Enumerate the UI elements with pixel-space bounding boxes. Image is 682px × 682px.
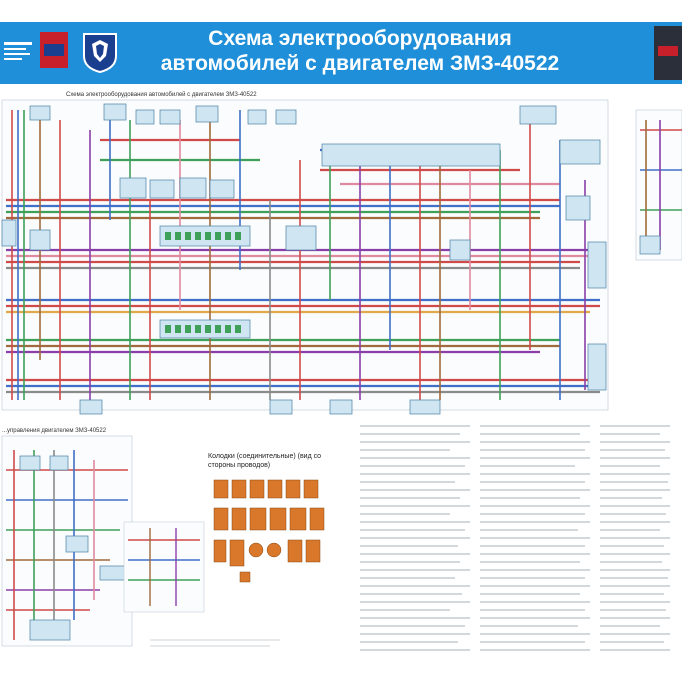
car-photo	[654, 26, 682, 80]
footnote-lines	[150, 639, 280, 647]
right-partial-schematic	[635, 109, 682, 261]
title-banner: Схема электрооборудования автомобилей с …	[0, 22, 682, 84]
main-schematic	[1, 99, 609, 415]
engine-diagram-caption: ...управления двигателем ЗМЗ-40522	[2, 428, 107, 434]
page-title: Схема электрооборудования автомобилей с …	[120, 26, 600, 76]
component-list	[360, 425, 670, 651]
connector-legend-icons	[213, 479, 325, 583]
flag-logo	[40, 32, 68, 68]
title-line-1: Схема электрооборудования	[208, 27, 512, 50]
engine-harness-schematic	[123, 521, 205, 613]
publisher-logo	[2, 28, 36, 78]
engine-control-schematic	[1, 435, 133, 647]
connectors-legend-title: Колодки (соединительные) (вид со стороны…	[208, 453, 322, 469]
gaz-deer-logo	[80, 30, 120, 74]
main-diagram-caption: Схема электрооборудования автомобилей с …	[66, 92, 257, 98]
title-line-2: автомобилей с двигателем ЗМЗ-40522	[160, 52, 560, 75]
